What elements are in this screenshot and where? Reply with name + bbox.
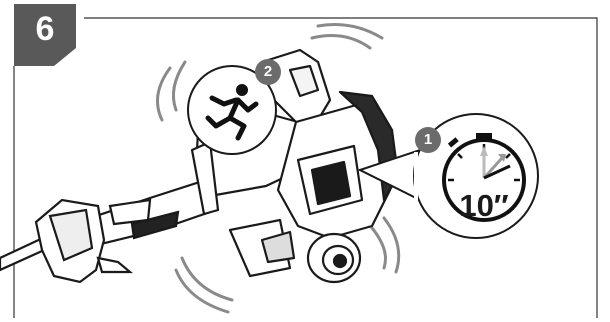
callout-2-number: 2	[257, 63, 279, 80]
step-number: 6	[14, 10, 76, 49]
timer-duration-label: 10″	[454, 188, 514, 224]
step-badge: 6	[14, 4, 84, 66]
trimmer-grip	[36, 200, 150, 282]
trimmer-shaft	[0, 180, 210, 270]
primer-bulb	[308, 234, 360, 282]
callout-1-number: 1	[417, 131, 439, 148]
